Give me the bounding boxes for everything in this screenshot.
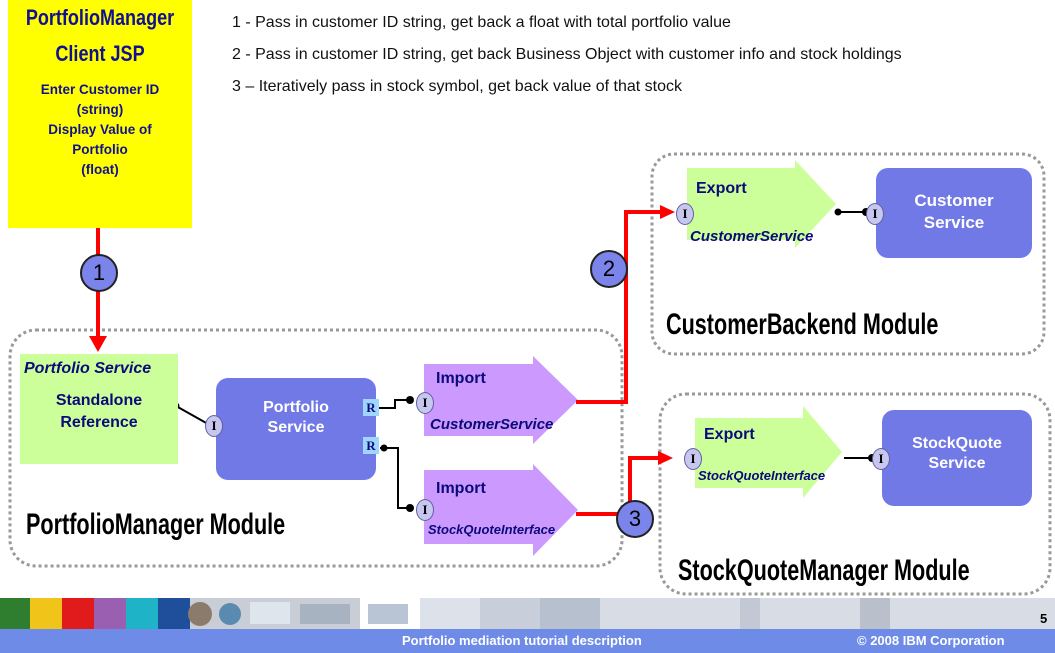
client-description: Enter Customer ID (string) Display Value… [8, 80, 192, 180]
standalone-ref-title: Portfolio Service [24, 360, 152, 377]
stock-module-frame [658, 392, 1052, 596]
footer-bar: Portfolio mediation tutorial description… [0, 629, 1055, 653]
import-stock-name: StockQuoteInterface [428, 522, 556, 537]
note-2: 2 - Pass in customer ID string, get back… [232, 46, 902, 63]
customer-export-shape [687, 160, 836, 248]
step-2-marker: 2 [590, 250, 628, 288]
portfolio-module-frame [8, 328, 624, 568]
footer-copyright: © 2008 IBM Corporation [857, 633, 1005, 648]
stockquote-service-component: StockQuote Service [882, 410, 1032, 506]
client-desc-line: Display Value of [48, 122, 152, 137]
step-1-marker: 1 [80, 254, 118, 292]
client-jsp-box: PortfolioManager Client JSP Enter Custom… [8, 0, 192, 228]
customer-module-label: CustomerBackend Module [666, 308, 939, 341]
portfolio-module-label: PortfolioManager Module [26, 508, 286, 541]
interface-icon: I [684, 448, 702, 470]
customer-module-frame [650, 152, 1046, 356]
customer-export-name: CustomerService [690, 228, 814, 245]
standalone-ref-line1: Standalone [55, 392, 143, 409]
reference-icon: R [363, 399, 379, 416]
stock-module-label: StockQuoteManager Module [678, 554, 970, 587]
stock-export-label: Export [704, 426, 755, 443]
customer-import-shape [424, 356, 578, 444]
portfolio-service-line1: Portfolio [263, 399, 329, 416]
interface-icon: I [866, 203, 884, 225]
client-desc-line: (string) [76, 102, 124, 117]
customer-service-line2: Service [923, 213, 985, 232]
customer-export-label: Export [696, 180, 747, 197]
interface-icon: I [205, 415, 223, 437]
note-3: 3 – Iteratively pass in stock symbol, ge… [232, 78, 682, 95]
stock-import-shape [424, 464, 578, 556]
standalone-reference: Portfolio Service Standalone Reference [20, 354, 178, 464]
client-title-2: Client JSP [55, 41, 145, 66]
portfolio-service-component: Portfolio Service [216, 378, 376, 480]
reference-icon: R [363, 437, 379, 454]
interface-icon: I [872, 448, 890, 470]
interface-icon: I [676, 203, 694, 225]
client-title-1: PortfolioManager [25, 5, 175, 30]
interface-icon: I [416, 499, 434, 521]
stock-export-name: StockQuoteInterface [698, 468, 826, 483]
customer-service-line1: Customer [914, 191, 994, 210]
stock-export-shape [695, 406, 842, 498]
step-notes: 1 - Pass in customer ID string, get back… [232, 12, 992, 108]
standalone-ref-line2: Reference [60, 414, 138, 431]
stockquote-service-line1: StockQuote [912, 435, 1002, 452]
client-desc-line: (float) [81, 162, 119, 177]
step-3-marker: 3 [616, 500, 654, 538]
footer-color-strip [0, 598, 1055, 629]
import-customer-name: CustomerService [430, 416, 554, 433]
client-desc-line: Enter Customer ID [40, 82, 160, 97]
import-customer-label: Import [436, 370, 486, 387]
note-1: 1 - Pass in customer ID string, get back… [232, 14, 731, 31]
footer-title: Portfolio mediation tutorial description [402, 633, 642, 648]
page-number: 5 [1040, 611, 1048, 626]
import-stock-label: Import [436, 480, 486, 497]
portfolio-service-line2: Service [267, 419, 325, 436]
interface-icon: I [416, 392, 434, 414]
client-desc-line: Portfolio [72, 142, 128, 157]
stockquote-service-line2: Service [928, 455, 986, 472]
customer-service-component: Customer Service [876, 168, 1032, 258]
